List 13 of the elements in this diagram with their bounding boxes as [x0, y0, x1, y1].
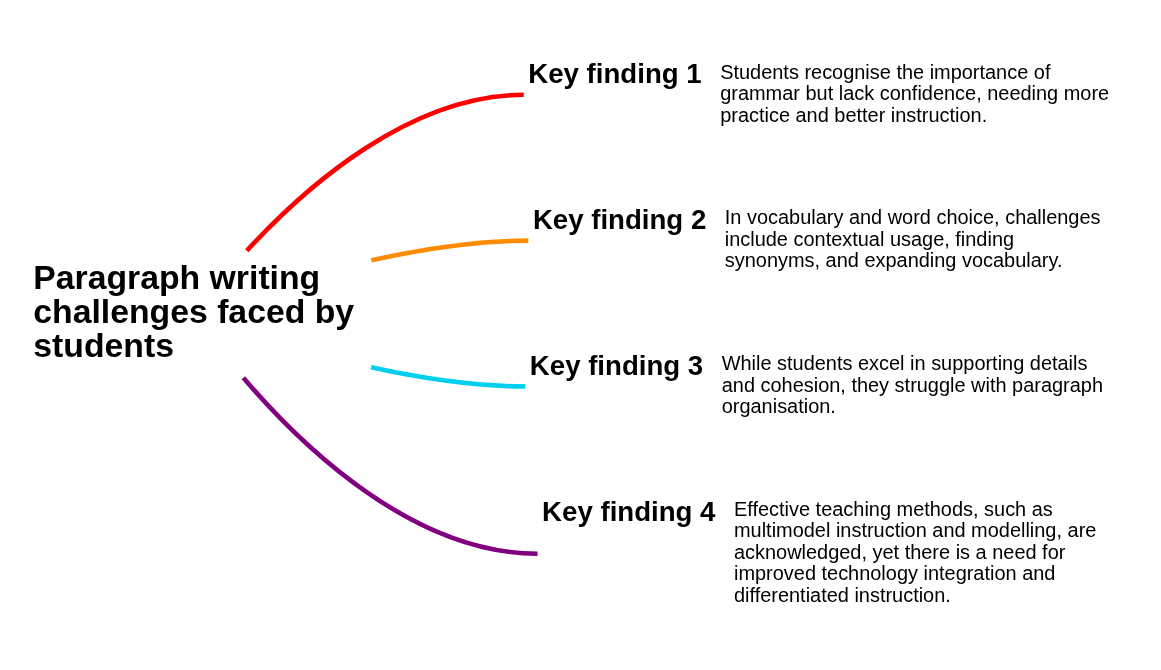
- connector: [241, 376, 538, 556]
- node-text: Key finding 2: [532, 203, 707, 235]
- connector: [370, 365, 526, 389]
- node-text: Key finding 4: [542, 495, 716, 527]
- node-label: Students recognise the importance of grammar but lack confidence, needing more practice and better instruction.: [720, 60, 1110, 126]
- node-label: In vocabulary and word choice, challenges include contextual usage, finding synonyms, and expanding vocabulary.: [724, 206, 1101, 272]
- connector: [370, 238, 529, 263]
- node-label: Effective teaching methods, such as multimodel instruction and modelling, are acknowledged, yet there is a need for improved technology integration and differentiated instruction.: [733, 497, 1097, 606]
- node-text: Key finding 3: [529, 349, 704, 381]
- connector: [245, 92, 524, 253]
- node-text: Key finding 1: [528, 58, 702, 90]
- node-label: While students excel in supporting details and cohesion, they struggle with paragraph organisation.: [721, 352, 1103, 418]
- node-text: Paragraph writing challenges faced by students: [33, 258, 355, 364]
